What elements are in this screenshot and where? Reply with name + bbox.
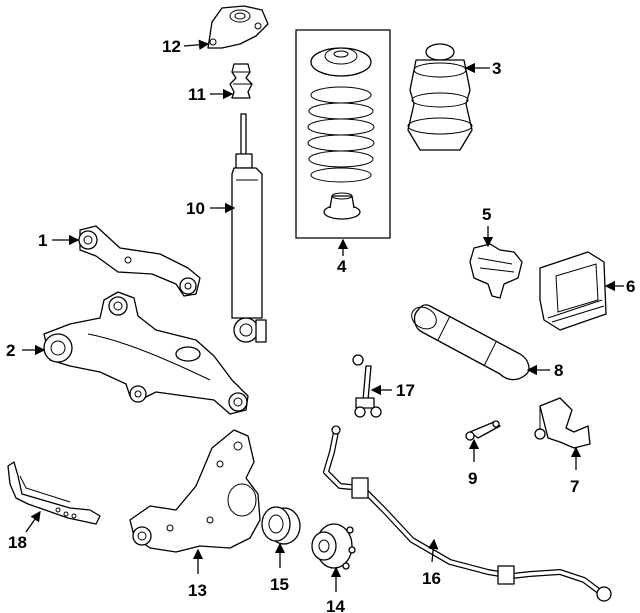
callout-14: 14 <box>326 597 345 613</box>
callout-17: 17 <box>396 381 415 400</box>
callout-18: 18 <box>8 533 27 552</box>
height-sensor <box>534 397 591 449</box>
callout-13: 13 <box>188 581 207 600</box>
wheel-bearing <box>261 506 301 545</box>
bump-stop <box>229 63 253 99</box>
sensor-module <box>469 243 523 299</box>
callout-2: 2 <box>6 341 15 360</box>
sensor-link <box>465 420 501 441</box>
leader-lines <box>22 39 624 592</box>
callout-3: 3 <box>492 59 501 78</box>
callout-9: 9 <box>468 469 477 488</box>
bracket-18 <box>7 461 101 525</box>
callout-5: 5 <box>482 205 491 224</box>
callout-16: 16 <box>422 569 441 588</box>
callout-8: 8 <box>554 361 563 380</box>
stabilizer-bar <box>323 425 612 602</box>
lateral-arm <box>78 225 201 297</box>
callout-11: 11 <box>188 85 206 104</box>
reservoir-cylinder <box>411 304 530 381</box>
knuckle-carrier <box>129 429 261 553</box>
coil-spring-assembly <box>295 29 391 239</box>
callout-7: 7 <box>570 477 579 496</box>
callout-10: 10 <box>186 199 205 218</box>
callout-15: 15 <box>270 575 289 594</box>
stabilizer-link <box>352 354 382 418</box>
callout-4: 4 <box>337 257 347 276</box>
air-spring <box>407 43 473 151</box>
control-module <box>539 251 607 331</box>
wheel-hub <box>311 523 356 570</box>
callout-1: 1 <box>38 231 47 250</box>
lower-control-arm <box>43 291 249 415</box>
callout-12: 12 <box>162 37 181 56</box>
shock-absorber <box>231 113 267 343</box>
callout-6: 6 <box>626 277 635 296</box>
upper-mount-bracket <box>207 5 269 49</box>
callout-labels: 12 11 3 10 4 5 1 6 2 8 17 9 7 18 13 15 1… <box>6 37 635 613</box>
